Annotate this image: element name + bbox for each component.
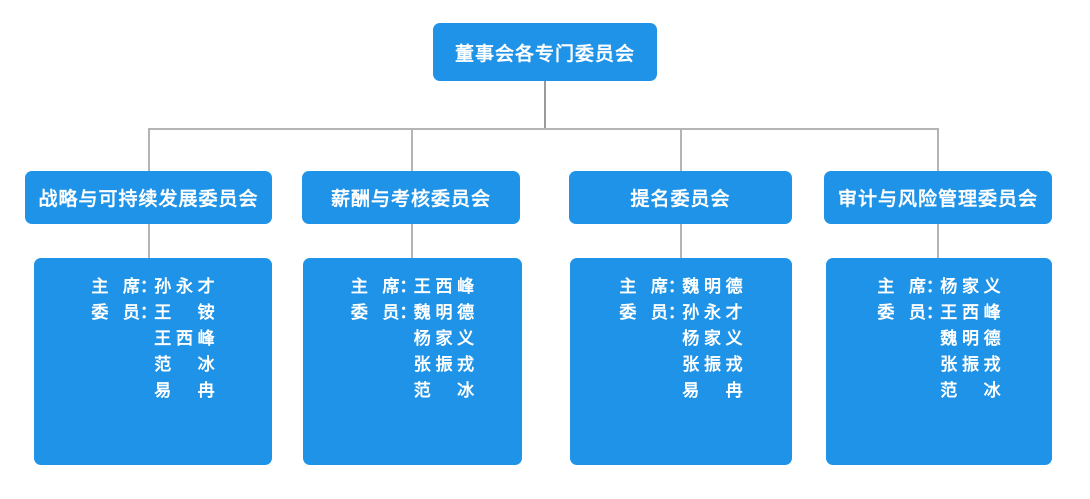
member-label: 委员 [619, 303, 668, 323]
member-name: 范冰 [413, 381, 475, 401]
roster-row-chair: 主席：孙永才 [91, 274, 214, 300]
member-label: 委员 [877, 303, 926, 323]
chair-colon: ： [139, 277, 157, 297]
chair-colon: ： [667, 277, 685, 297]
roster-lines: 主席：杨家义 委员：王西峰 委员：魏明德 委员：张振戎 委员：范冰 [877, 274, 1000, 404]
roster-lines: 主席：王西峰 委员：魏明德 委员：杨家义 委员：张振戎 委员：范冰 [351, 274, 474, 404]
roster-row-member: 委员：易冉 [91, 378, 214, 404]
connector-drop-committee-3 [680, 128, 682, 171]
connector-committee-1-to-roster [148, 224, 150, 258]
roster-row-member: 委员：范冰 [351, 378, 474, 404]
member-name: 魏明德 [413, 303, 475, 323]
member-name: 杨家义 [682, 329, 743, 349]
committee-roster-nomination: 主席：魏明德 委员：孙永才 委员：杨家义 委员：张振戎 委员：易冉 [570, 258, 792, 465]
committee-roster-remuneration-appraisal: 主席：王西峰 委员：魏明德 委员：杨家义 委员：张振戎 委员：范冰 [303, 258, 522, 465]
chair-name: 孙永才 [154, 277, 215, 297]
connector-committee-2-to-roster [411, 224, 413, 258]
committee-header-label: 战略与可持续发展委员会 [38, 188, 259, 210]
chair-name: 杨家义 [940, 277, 1001, 297]
roster-row-member: 委员：魏明德 [877, 326, 1000, 352]
roster-row-member: 委员：范冰 [877, 378, 1000, 404]
connector-committee-3-to-roster [680, 224, 682, 258]
member-colon: ： [139, 303, 157, 323]
connector-horizontal-bus [148, 128, 938, 130]
committee-header-label: 提名委员会 [630, 188, 731, 210]
member-colon: ： [399, 303, 417, 323]
roster-row-chair: 主席：魏明德 [619, 274, 742, 300]
committee-header-label: 薪酬与考核委员会 [330, 188, 491, 210]
member-label: 委员 [350, 303, 400, 323]
committee-header-label: 审计与风险管理委员会 [837, 188, 1038, 210]
chair-name: 王西峰 [413, 277, 475, 297]
connector-drop-committee-2 [411, 128, 413, 171]
member-label: 委员 [91, 303, 140, 323]
committee-header-nomination[interactable]: 提名委员会 [569, 171, 792, 224]
chair-colon: ： [925, 277, 943, 297]
roster-row-member: 委员：孙永才 [619, 300, 742, 326]
roster-row-chair: 主席：杨家义 [877, 274, 1000, 300]
roster-lines: 主席：孙永才 委员：王铵 委员：王西峰 委员：范冰 委员：易冉 [91, 274, 214, 404]
roster-row-member: 委员：张振戎 [877, 352, 1000, 378]
roster-row-member: 委员：张振戎 [619, 352, 742, 378]
committee-header-remuneration-appraisal[interactable]: 薪酬与考核委员会 [302, 171, 520, 224]
member-name: 张振戎 [682, 355, 743, 375]
committee-header-audit-risk-management[interactable]: 审计与风险管理委员会 [824, 171, 1052, 224]
connector-drop-committee-1 [148, 128, 150, 171]
connector-committee-4-to-roster [937, 224, 939, 258]
member-name: 张振戎 [413, 355, 475, 375]
roster-row-member: 委员：易冉 [619, 378, 742, 404]
roster-row-member: 委员：王铵 [91, 300, 214, 326]
roster-row-member: 委员：杨家义 [351, 326, 474, 352]
root-node-board-committees[interactable]: 董事会各专门委员会 [433, 23, 657, 81]
chair-colon: ： [399, 277, 417, 297]
chair-label: 主席 [877, 277, 926, 297]
chair-label: 主席 [619, 277, 668, 297]
committee-header-strategy-sustainable-development[interactable]: 战略与可持续发展委员会 [25, 171, 272, 224]
roster-row-member: 委员：魏明德 [351, 300, 474, 326]
chair-name: 魏明德 [682, 277, 743, 297]
roster-row-chair: 主席：王西峰 [351, 274, 474, 300]
member-name: 易冉 [154, 381, 215, 401]
member-name: 杨家义 [413, 329, 475, 349]
member-colon: ： [925, 303, 943, 323]
member-name: 孙永才 [682, 303, 743, 323]
committee-roster-strategy-sustainable-development: 主席：孙永才 委员：王铵 委员：王西峰 委员：范冰 委员：易冉 [34, 258, 272, 465]
member-name: 范冰 [154, 355, 215, 375]
committee-roster-audit-risk-management: 主席：杨家义 委员：王西峰 委员：魏明德 委员：张振戎 委员：范冰 [826, 258, 1052, 465]
roster-row-member: 委员：张振戎 [351, 352, 474, 378]
member-name: 王西峰 [154, 329, 215, 349]
member-colon: ： [667, 303, 685, 323]
roster-row-member: 委员：范冰 [91, 352, 214, 378]
member-name: 易冉 [682, 381, 743, 401]
member-name: 范冰 [940, 381, 1001, 401]
root-node-label: 董事会各专门委员会 [454, 42, 635, 65]
connector-root-vertical [544, 81, 546, 129]
chair-label: 主席 [91, 277, 140, 297]
member-name: 王西峰 [940, 303, 1001, 323]
member-name: 王铵 [154, 303, 215, 323]
roster-row-member: 委员：王西峰 [877, 300, 1000, 326]
chair-label: 主席 [350, 277, 400, 297]
roster-lines: 主席：魏明德 委员：孙永才 委员：杨家义 委员：张振戎 委员：易冉 [619, 274, 742, 404]
member-name: 张振戎 [940, 355, 1001, 375]
connector-drop-committee-4 [937, 128, 939, 171]
roster-row-member: 委员：杨家义 [619, 326, 742, 352]
roster-row-member: 委员：王西峰 [91, 326, 214, 352]
member-name: 魏明德 [940, 329, 1001, 349]
